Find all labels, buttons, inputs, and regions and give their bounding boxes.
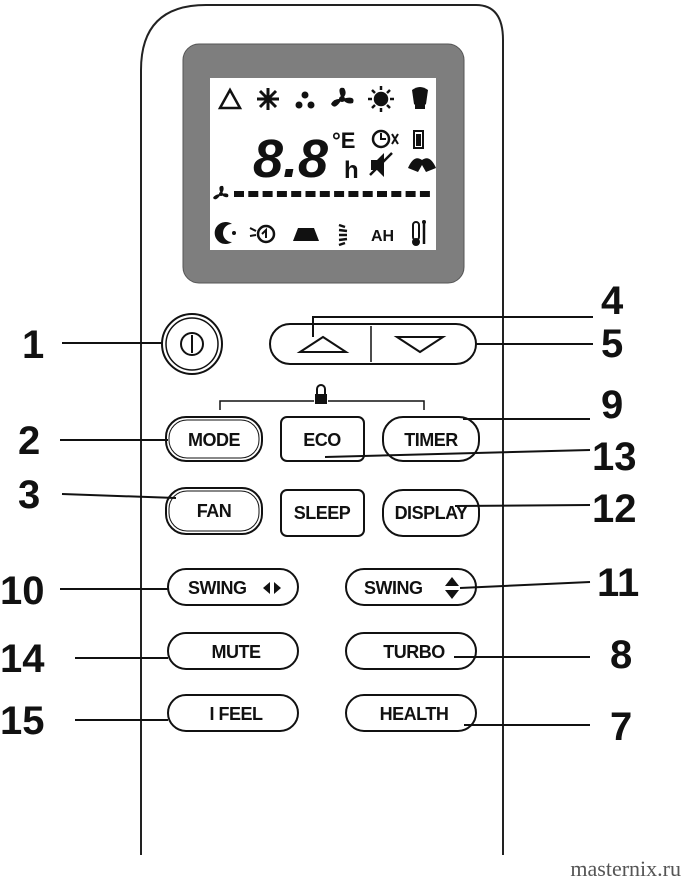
cool-snowflake-icon — [257, 88, 279, 110]
swing-louver-icon — [338, 223, 348, 247]
callout-9: 9 — [601, 383, 623, 427]
swing-vertical-label: SWING — [364, 578, 423, 598]
callout-2: 2 — [18, 419, 40, 463]
temp-down-button[interactable] — [372, 326, 474, 362]
fan-mode-icon — [331, 87, 354, 107]
heat-sun-icon — [368, 86, 394, 112]
fan-speed-segment — [405, 191, 416, 197]
fan-label: FAN — [197, 501, 232, 521]
sleep-moon-icon — [214, 221, 236, 244]
up-arrow-icon — [296, 335, 350, 353]
callout-1: 1 — [22, 323, 44, 367]
callout-10: 10 — [0, 569, 45, 613]
fan-speed-segment — [248, 191, 259, 197]
fan-speed-icon — [213, 185, 229, 200]
mute-speaker-icon — [369, 152, 393, 177]
fan-speed-segment — [377, 191, 387, 197]
lcd-unit-temp: °E — [332, 128, 355, 153]
fan-speed-segment — [262, 191, 273, 197]
ifeel-label: I FEEL — [209, 704, 263, 724]
auto-mode-icon — [217, 87, 243, 110]
mode-label: MODE — [188, 430, 240, 450]
left-right-arrows-icon — [263, 582, 281, 594]
fan-speed-segment — [319, 191, 330, 197]
lcd-ah-label: AH — [371, 228, 394, 245]
fan-speed-segment — [234, 191, 244, 197]
turbo-label: TURBO — [383, 642, 445, 662]
callout-15: 15 — [0, 699, 45, 743]
ifeel-button[interactable]: I FEEL — [167, 694, 299, 732]
dry-drops-icon — [295, 91, 315, 109]
fan-speed-bar — [213, 185, 430, 200]
sleep-button[interactable]: SLEEP — [280, 489, 365, 537]
callout-13: 13 — [592, 435, 637, 479]
lcd-display: 8.8 °E h — [182, 43, 465, 284]
timer-button[interactable]: TIMER — [382, 416, 480, 462]
leader-lines — [60, 316, 593, 726]
fan-speed-segment — [305, 191, 316, 197]
fan-button[interactable]: FAN — [165, 487, 263, 535]
eco-button[interactable]: ECO — [280, 416, 365, 462]
leader-3 — [61, 493, 177, 499]
mute-label: MUTE — [212, 642, 261, 662]
remote-body — [140, 4, 504, 855]
up-down-arrows-icon — [445, 577, 459, 599]
sleep-label: SLEEP — [294, 503, 351, 523]
health-button[interactable]: HEALTH — [345, 694, 477, 732]
fan-speed-segment — [334, 191, 345, 197]
temp-up-button[interactable] — [272, 326, 370, 362]
fan-speed-segment — [348, 191, 359, 197]
display-label: DISPLAY — [395, 503, 468, 523]
health-label: HEALTH — [380, 704, 449, 724]
callout-4: 4 — [601, 279, 624, 323]
lock-icon — [314, 384, 328, 405]
health-leaf-icon — [412, 87, 428, 109]
turbo-icon — [408, 158, 436, 172]
lcd-digits: 8.8 — [253, 129, 328, 189]
eco-label: ECO — [303, 430, 341, 450]
callout-7: 7 — [610, 705, 632, 749]
callout-8: 8 — [610, 633, 632, 677]
display-light-icon — [293, 228, 319, 241]
leader-11 — [459, 581, 591, 589]
fan-speed-segment — [419, 191, 430, 197]
display-button[interactable]: DISPLAY — [382, 489, 480, 537]
callout-11: 11 — [597, 561, 639, 605]
callout-14: 14 — [0, 637, 45, 681]
battery-icon — [413, 130, 424, 149]
callout-5: 5 — [601, 322, 623, 366]
watermark: masternix.ru — [570, 856, 681, 881]
lock-combo-bracket — [219, 384, 425, 410]
down-arrow-icon — [393, 336, 447, 354]
swing-horizontal-label: SWING — [188, 578, 247, 598]
leader-13 — [324, 449, 591, 458]
fan-speed-segment — [362, 191, 373, 197]
power-button[interactable] — [161, 313, 223, 375]
turbo-button[interactable]: TURBO — [345, 632, 477, 670]
swing-horizontal-button[interactable]: SWING — [167, 568, 299, 606]
timer-label: TIMER — [404, 430, 458, 450]
callout-12: 12 — [592, 487, 637, 531]
mode-button[interactable]: MODE — [165, 416, 263, 462]
swing-vertical-button[interactable]: SWING — [345, 568, 477, 606]
ifeel-icon — [249, 224, 276, 244]
timer-clock-icon — [371, 129, 399, 149]
fan-speed-segment — [291, 191, 302, 197]
leader-4 — [312, 316, 593, 337]
lcd-unit-hour: h — [344, 157, 359, 184]
fan-speed-segment — [276, 191, 287, 197]
fan-speed-segment — [391, 191, 402, 197]
power-icon — [180, 332, 204, 356]
mute-button[interactable]: MUTE — [167, 632, 299, 670]
leader-12 — [454, 504, 591, 507]
callout-3: 3 — [18, 473, 40, 517]
thermometer-icon — [412, 220, 426, 246]
